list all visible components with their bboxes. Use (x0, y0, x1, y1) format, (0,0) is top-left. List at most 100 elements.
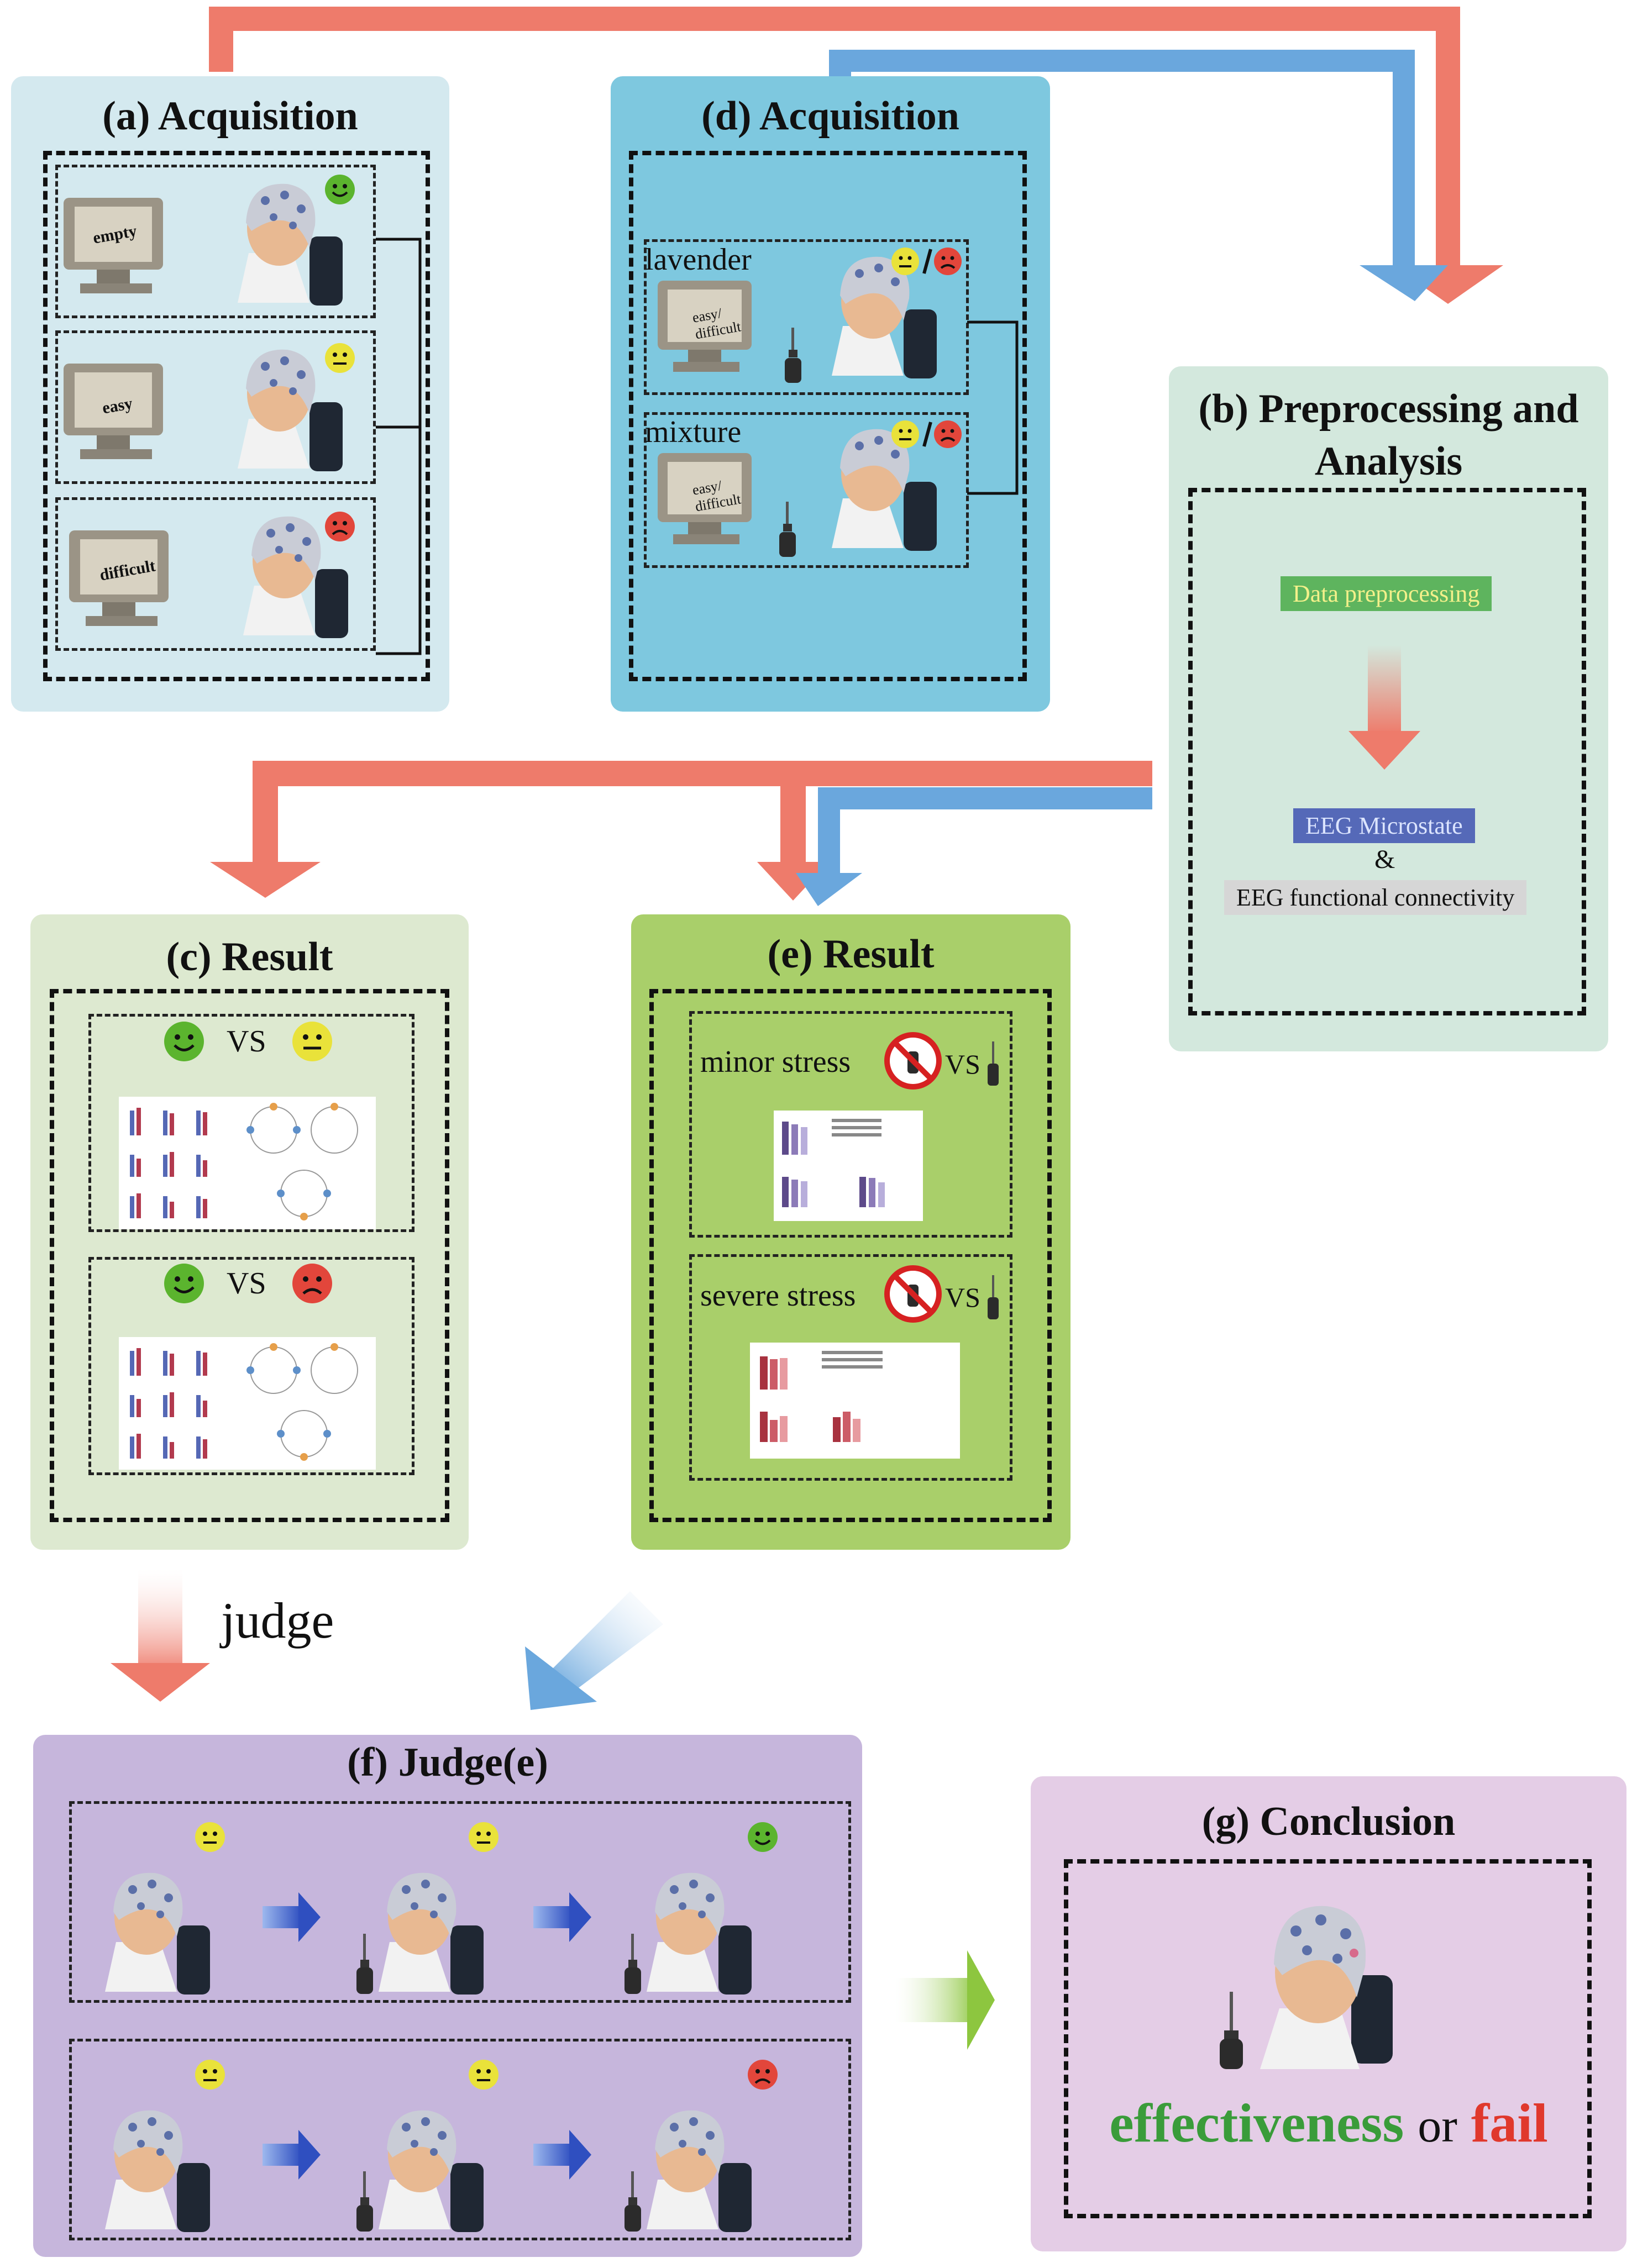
monitor-icon (64, 364, 163, 459)
eeg-subject-icon (238, 349, 343, 471)
bracket-connector (376, 238, 422, 655)
panel-a-frame (43, 151, 430, 681)
eeg-subject-icon (238, 183, 343, 306)
eeg-subject-icon (832, 429, 937, 551)
panel-c-result: (c) Result VS VS (30, 914, 469, 1550)
result-thumbnail-figure (750, 1343, 960, 1459)
right-arrow-icon (533, 2130, 591, 2180)
comparison-happy-vs-sad (88, 1257, 414, 1475)
vs-text: VS (945, 1049, 980, 1080)
diffuser-bottle-icon (625, 2171, 641, 2232)
diffuser-bottle-icon (785, 328, 801, 383)
panel-b-title-line1: (b) Preprocessing and (1198, 386, 1579, 432)
happy-face-icon (164, 1022, 204, 1061)
monitor-icon (64, 198, 163, 293)
neutral-or-sad-face-icon (891, 420, 962, 448)
condition-row-lavender (644, 239, 969, 395)
vs-text: VS (945, 1282, 980, 1313)
sad-face-icon (292, 1264, 332, 1303)
panel-a-title: (a) Acquisition (102, 93, 358, 139)
neutral-or-sad-face-icon (891, 248, 962, 275)
bracket-connector (967, 320, 1019, 495)
condition-row-mixture (644, 412, 969, 568)
comparison-severe-stress (689, 1254, 1012, 1481)
happy-face-icon (164, 1264, 204, 1303)
monitor-icon (658, 453, 752, 544)
step-eeg-microstate: EEG Microstate (1293, 808, 1475, 843)
panel-b-title-line2: Analysis (1314, 439, 1463, 484)
down-arrow-icon (1348, 645, 1420, 770)
panel-g-frame (1064, 1859, 1592, 2218)
ampersand-text: & (1374, 845, 1395, 874)
vs-text: VS (227, 1266, 266, 1301)
diffuser-bottle-icon (988, 1041, 999, 1086)
conclusion-effectiveness: effectiveness (1109, 2092, 1404, 2154)
eeg-subject-icon (105, 2110, 210, 2232)
panel-d-frame (629, 151, 1027, 681)
condition-row-easy (55, 330, 376, 484)
monitor-icon (658, 281, 752, 372)
right-arrow-icon (533, 1892, 591, 1942)
condition-label-lavender: lavender (645, 243, 752, 277)
severe-stress-label: severe stress (700, 1278, 856, 1313)
right-arrow-icon (263, 2130, 321, 2180)
panel-d-title: (d) Acquisition (701, 93, 959, 139)
panel-c-frame (50, 989, 449, 1522)
step-data-preprocessing: Data preprocessing (1281, 576, 1492, 611)
panel-b-frame (1188, 488, 1586, 1015)
judge-sequence-fail (69, 2039, 851, 2240)
eeg-subject-icon (379, 2110, 484, 2232)
diffuser-bottle-icon (356, 1934, 373, 1994)
result-thumbnail-figure (774, 1111, 923, 1221)
diffuser-bottle-icon (356, 2171, 373, 2232)
vs-text: VS (227, 1024, 266, 1059)
step-eeg-functional-connectivity: EEG functional connectivity (1224, 880, 1527, 915)
monitor-icon (69, 530, 169, 626)
eeg-subject-icon (647, 1872, 752, 1995)
panel-a-acquisition: (a) Acquisition empty easy (11, 76, 449, 712)
panel-f-title: (f) Judge(e) (347, 1740, 548, 1785)
panel-f-judge: (f) Judge(e) (33, 1735, 862, 2257)
result-thumbnail-figure (119, 1337, 376, 1470)
sad-face-icon (748, 2060, 778, 2090)
sad-face-icon (325, 512, 355, 541)
eeg-subject-with-diffuser-icon (1220, 1906, 1393, 2069)
diffuser-bottle-icon (988, 1275, 999, 1319)
comparison-minor-stress (689, 1011, 1012, 1238)
happy-face-icon (325, 175, 355, 204)
panel-e-frame (649, 989, 1052, 1522)
neutral-face-icon (195, 1822, 225, 1852)
condition-row-empty (55, 165, 376, 318)
panel-e-title: (e) Result (767, 932, 935, 977)
panel-b-preprocessing: (b) Preprocessing and Analysis Data prep… (1169, 366, 1608, 1051)
conclusion-fail: fail (1471, 2092, 1548, 2154)
neutral-face-icon (292, 1022, 332, 1061)
right-arrow-icon (263, 1892, 321, 1942)
minor-stress-label: minor stress (700, 1045, 851, 1079)
panel-g-conclusion: (g) Conclusion effectiveness or fail (1031, 1776, 1626, 2251)
diffuser-bottle-icon (625, 1934, 641, 1994)
neutral-face-icon (325, 343, 355, 373)
eeg-subject-icon (832, 256, 937, 378)
eeg-subject-icon (379, 1872, 484, 1995)
condition-label-mixture: mixture (645, 415, 742, 449)
eeg-subject-icon (105, 1872, 210, 1995)
neutral-face-icon (469, 2060, 498, 2090)
comparison-happy-vs-neutral (88, 1014, 414, 1232)
no-diffuser-icon (884, 1032, 942, 1090)
result-thumbnail-figure (119, 1097, 376, 1229)
panel-d-acquisition: (d) Acquisition lavender easy/ difficult… (611, 76, 1050, 712)
eeg-subject-icon (647, 2110, 752, 2232)
condition-row-difficult (55, 497, 376, 651)
panel-e-result: (e) Result minor stress VS severe stress… (631, 914, 1070, 1550)
conclusion-or: or (1418, 2099, 1457, 2152)
happy-face-icon (748, 1822, 778, 1852)
neutral-face-icon (195, 2060, 225, 2090)
panel-c-title: (c) Result (166, 934, 333, 980)
diffuser-bottle-icon (779, 502, 796, 557)
judge-sequence-effective (69, 1801, 851, 2003)
no-diffuser-icon (884, 1265, 942, 1323)
neutral-face-icon (469, 1822, 498, 1852)
eeg-subject-icon (243, 516, 348, 638)
